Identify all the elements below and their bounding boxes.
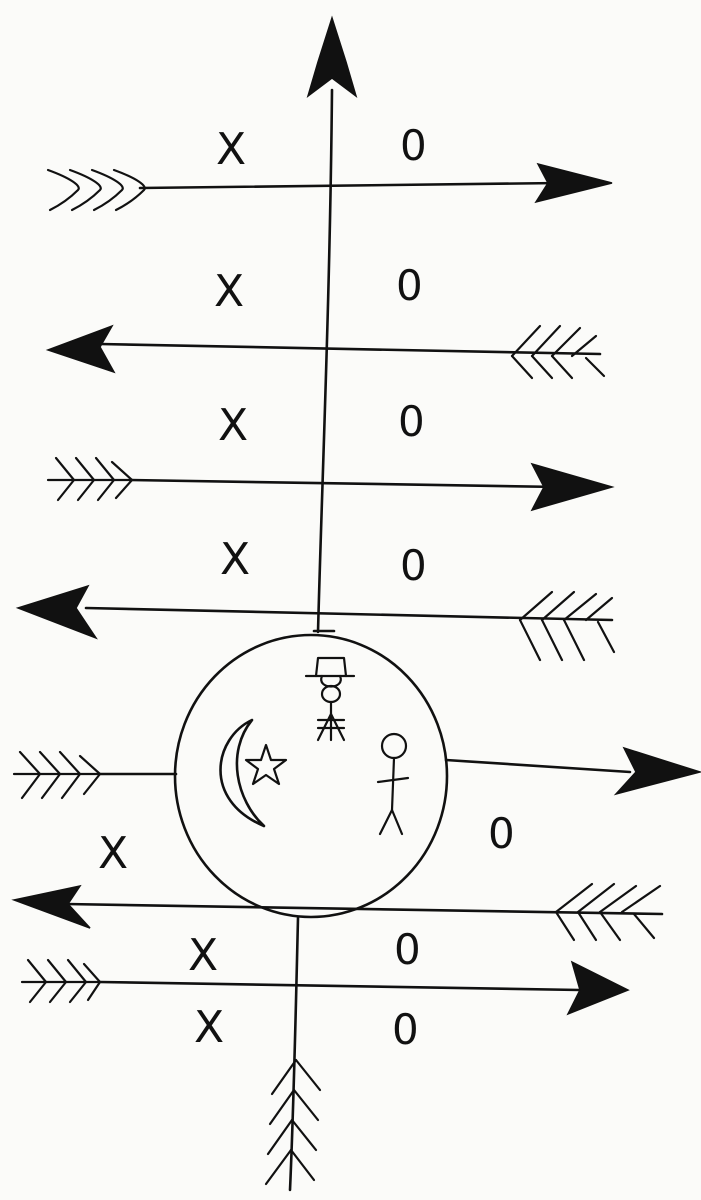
cross-marks: X X X X X X X	[98, 124, 250, 1053]
cross-mark: X	[216, 124, 246, 175]
arrow-row-6-head	[14, 886, 90, 928]
circle-outline	[175, 635, 447, 917]
arrow-row-3-shaft	[130, 480, 560, 487]
arrow-row-7-right	[22, 960, 628, 1014]
zero-mark: 0	[488, 809, 515, 858]
arrow-row-3-right	[48, 458, 612, 510]
arrow-row-4-fletching	[520, 592, 614, 660]
hat-figure-icon	[306, 658, 354, 740]
cross-mark: X	[218, 400, 248, 451]
zero-mark: 0	[394, 925, 421, 974]
arrow-row-4-head	[18, 586, 96, 638]
arrow-row-6-left	[14, 884, 662, 940]
star-icon	[246, 745, 286, 784]
zero-marks: 0 0 0 0 0 0 0	[392, 121, 515, 1054]
stick-figure-icon	[378, 734, 408, 834]
arrow-row-7-fletching	[22, 960, 100, 1002]
zero-mark: 0	[400, 121, 427, 170]
vertical-arrow-up-head	[308, 18, 356, 96]
arrow-row-7-head	[568, 962, 628, 1014]
cross-mark: X	[194, 1002, 224, 1053]
arrow-row-4-left	[18, 586, 614, 660]
cross-mark: X	[214, 266, 244, 317]
arrow-row-5-right-shaft	[446, 760, 630, 772]
arrow-row-1-fletching	[48, 170, 145, 210]
arrow-row-2-head	[48, 326, 114, 372]
arrow-row-1-shaft	[140, 183, 560, 188]
arrow-row-3-fletching	[48, 458, 132, 500]
arrow-row-5-right	[14, 748, 700, 798]
arrow-row-7-shaft	[100, 982, 580, 990]
arrow-row-2-shaft	[100, 344, 600, 354]
arrow-row-1-head	[536, 164, 612, 202]
arrow-row-3-head	[532, 464, 612, 510]
arrow-row-5-fletching	[14, 752, 100, 798]
zero-mark: 0	[396, 261, 423, 310]
cross-mark: X	[98, 828, 128, 879]
central-circle	[175, 631, 447, 917]
zero-mark: 0	[392, 1005, 419, 1054]
zero-mark: 0	[400, 541, 427, 590]
vertical-arrow-up-shaft	[318, 90, 332, 632]
vertical-arrow-bottom	[266, 918, 320, 1190]
cross-mark: X	[220, 534, 250, 585]
vertical-arrow-up	[308, 18, 356, 632]
zero-mark: 0	[398, 397, 425, 446]
cross-mark: X	[188, 930, 218, 981]
